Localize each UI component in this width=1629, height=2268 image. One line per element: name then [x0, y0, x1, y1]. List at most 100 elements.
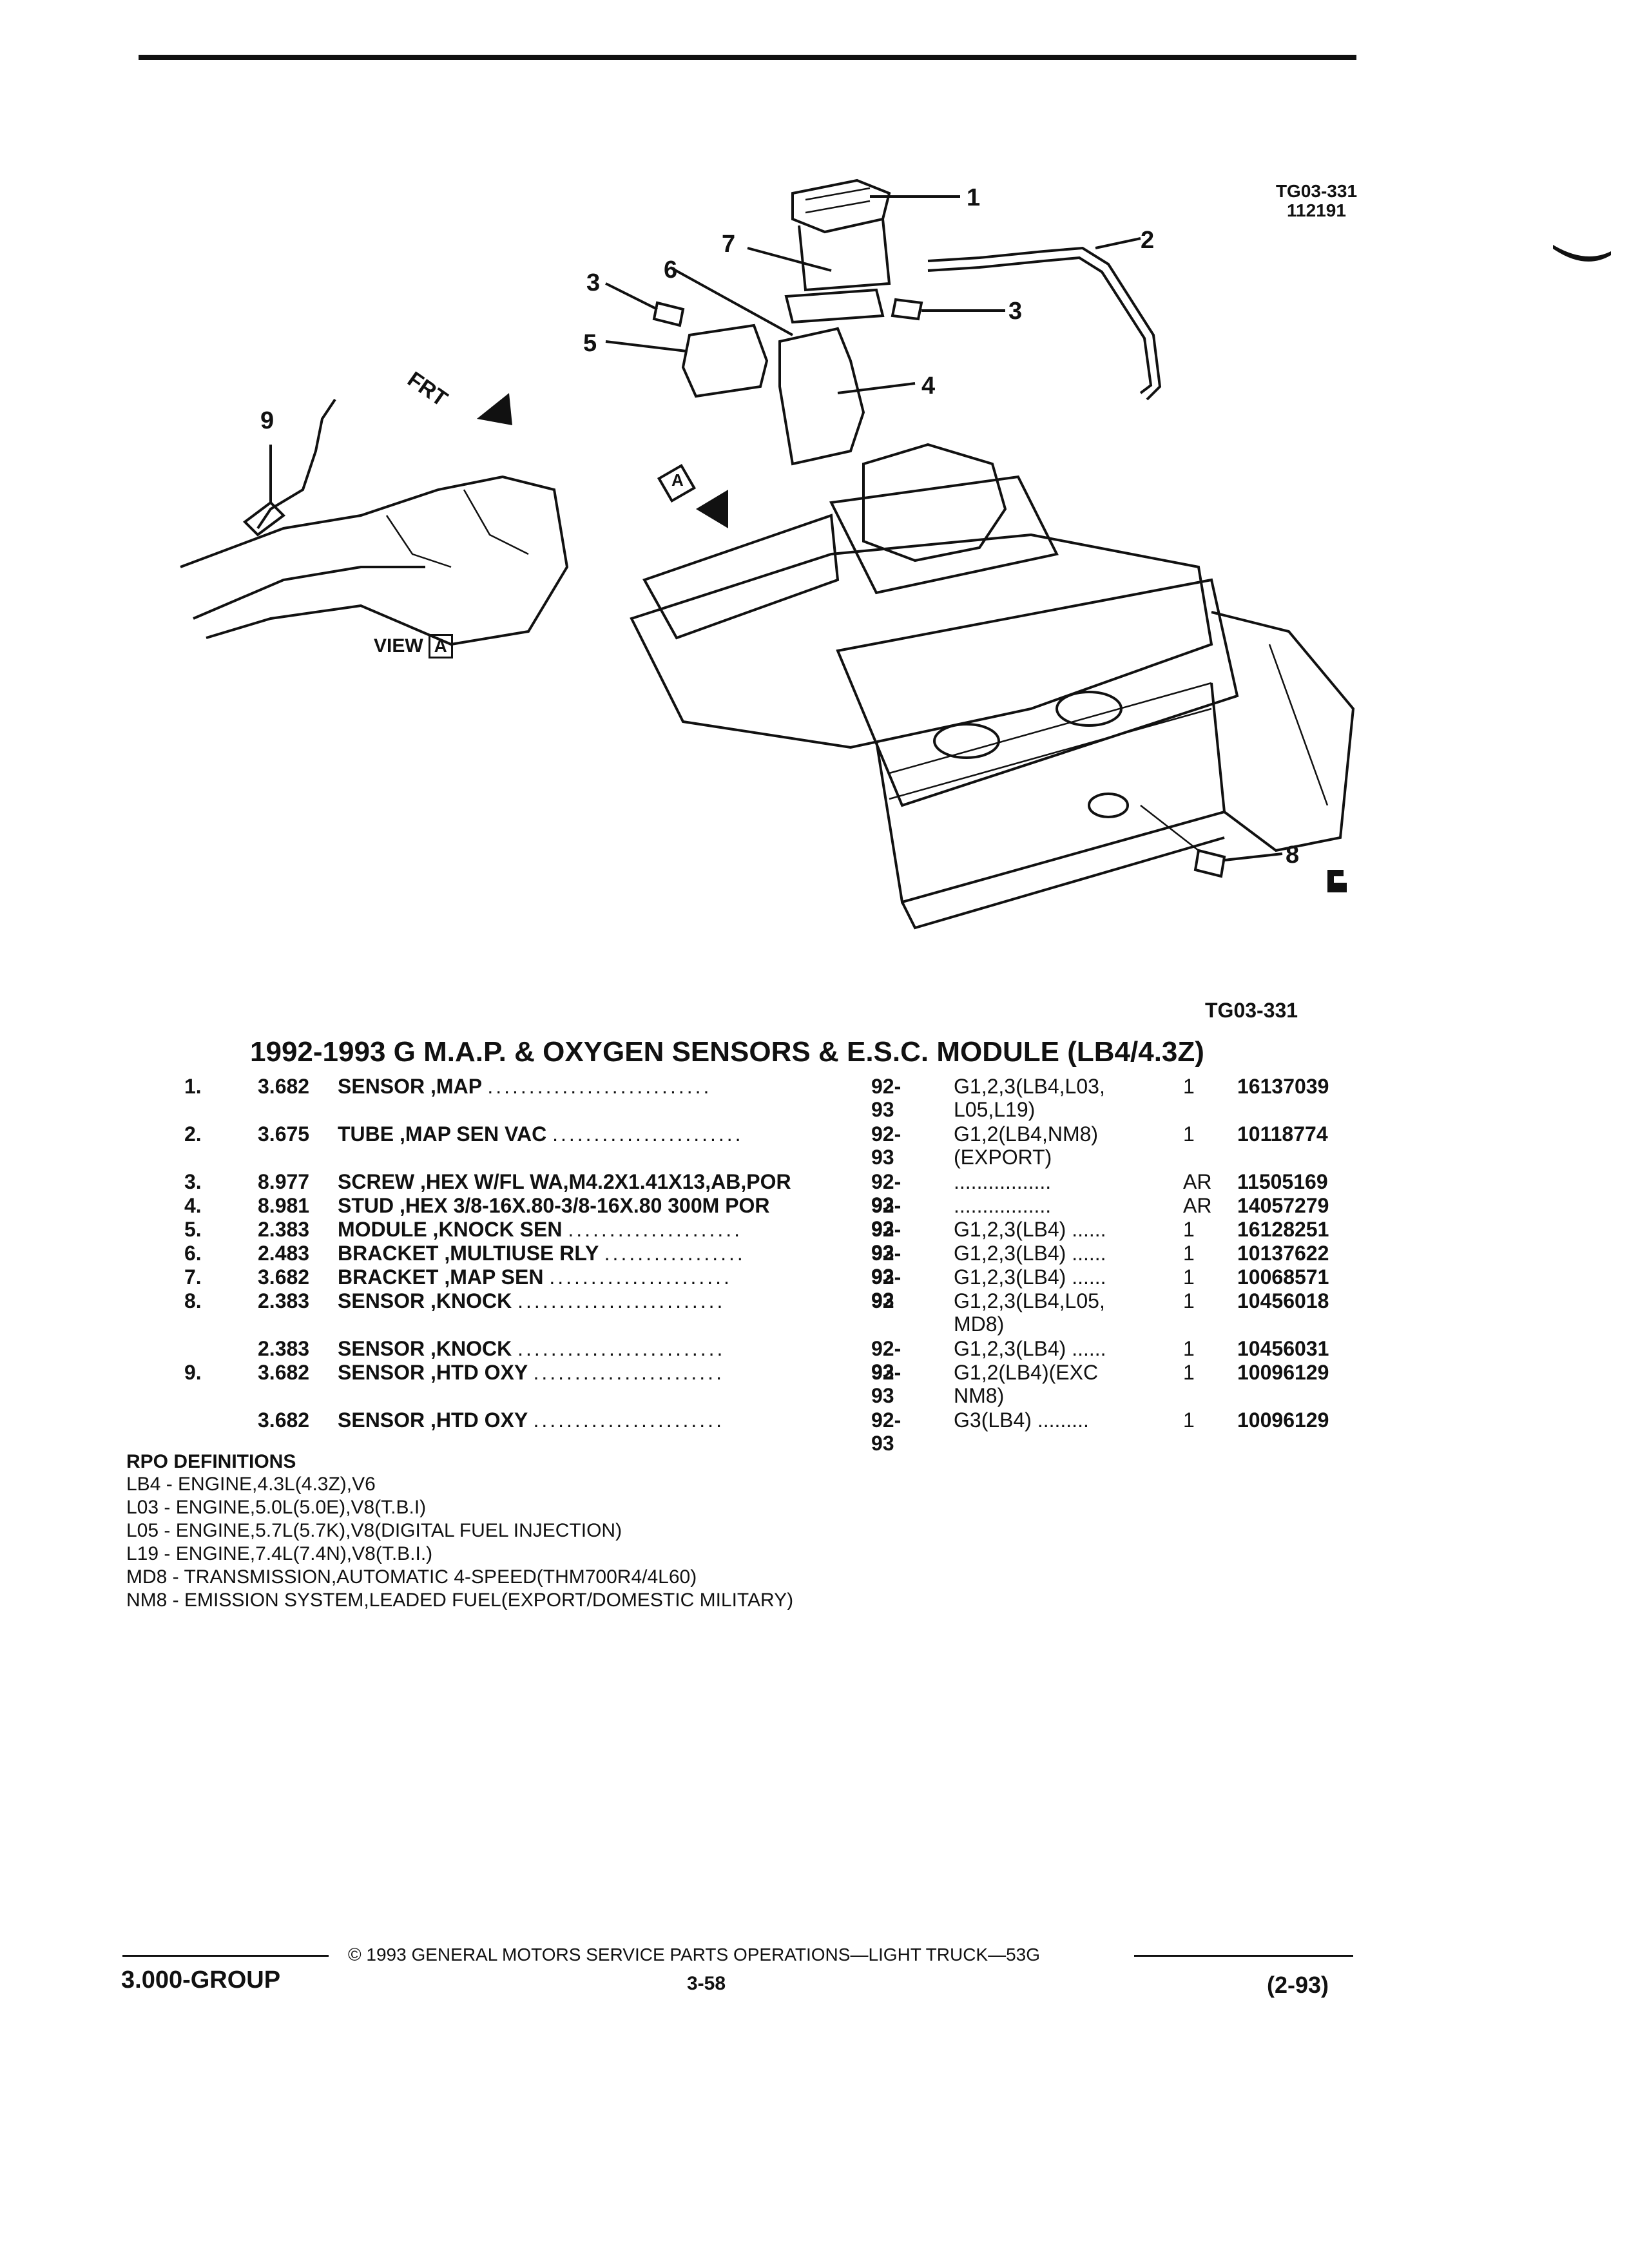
leader-dots: ..................... — [568, 1218, 743, 1241]
parts-illustration — [180, 178, 1611, 930]
quantity: 1 — [1183, 1361, 1195, 1384]
group-number: 3.675 — [258, 1122, 310, 1146]
model-years: 92-93 — [871, 1361, 901, 1407]
description-text: SENSOR ,HTD OXY — [338, 1361, 528, 1384]
model-years: 92 — [871, 1289, 894, 1312]
callout-4: 4 — [921, 372, 936, 399]
quantity: 1 — [1183, 1075, 1195, 1098]
description-text: SENSOR ,KNOCK — [338, 1289, 512, 1312]
callout-3b: 3 — [1008, 298, 1023, 325]
description-text: SENSOR ,KNOCK — [338, 1337, 512, 1360]
footer-copyright: © 1993 GENERAL MOTORS SERVICE PARTS OPER… — [348, 1945, 1041, 1965]
usage: G3(LB4) ......... — [954, 1408, 1089, 1432]
description-text: SENSOR ,HTD OXY — [338, 1408, 528, 1432]
description-text: BRACKET ,MAP SEN — [338, 1265, 544, 1289]
item-number: 3. — [184, 1170, 202, 1193]
model-years: 92-93 — [871, 1337, 901, 1383]
leader-dots: ......................... — [517, 1337, 726, 1360]
footer-page-number: 3-58 — [687, 1973, 726, 1994]
leader-dots: ...................... — [549, 1265, 732, 1289]
callout-9: 9 — [260, 407, 275, 434]
part-number: 10118774 — [1237, 1122, 1328, 1146]
callout-2: 2 — [1141, 227, 1155, 254]
footer-date-code: (2-93) — [1267, 1972, 1329, 1998]
description-text: TUBE ,MAP SEN VAC — [338, 1122, 547, 1146]
usage: G1,2,3(LB4,L05, MD8) — [954, 1289, 1105, 1336]
multiuse-bracket-drawing — [670, 266, 916, 466]
callout-5: 5 — [583, 330, 597, 357]
leader-dots: ......................... — [517, 1289, 726, 1312]
figure-ref-block: TG03-331 112191 — [1255, 182, 1378, 220]
rpo-line: L03 - ENGINE,5.0L(5.0E),V8(T.B.I) — [126, 1497, 427, 1518]
map-sensor-drawing — [791, 178, 960, 234]
vacuum-tube-drawing — [927, 237, 1162, 401]
usage: G1,2,3(LB4) ...... — [954, 1242, 1106, 1265]
usage: G1,2,3(LB4) ...... — [954, 1218, 1106, 1241]
quantity: 1 — [1183, 1289, 1195, 1312]
quantity: 1 — [1183, 1218, 1195, 1241]
footer-rule-right — [1134, 1955, 1353, 1957]
rpo-line: NM8 - EMISSION SYSTEM,LEADED FUEL(EXPORT… — [126, 1590, 794, 1611]
direction-arrows — [477, 393, 728, 528]
part-description: MODULE ,KNOCK SEN ..................... — [338, 1218, 742, 1241]
usage: G1,2,3(LB4,L03, L05,L19) — [954, 1075, 1105, 1121]
item-number: 9. — [184, 1361, 202, 1384]
model-years: 92-93 — [871, 1408, 901, 1455]
usage: G1,2(LB4)(EXC NM8) — [954, 1361, 1099, 1407]
quantity: 1 — [1183, 1265, 1195, 1289]
leader-dots: ....................... — [533, 1361, 724, 1384]
item-number: 6. — [184, 1242, 202, 1265]
rpo-line: L05 - ENGINE,5.7L(5.7K),V8(DIGITAL FUEL … — [126, 1520, 622, 1541]
rpo-line: L19 - ENGINE,7.4L(7.4N),V8(T.B.I.) — [126, 1543, 433, 1564]
part-description: SENSOR ,KNOCK ......................... — [338, 1289, 725, 1312]
figure-ref-top: TG03-331 — [1275, 181, 1358, 201]
callout-1: 1 — [967, 184, 981, 211]
part-number: 10096129 — [1237, 1408, 1329, 1432]
item-number: 4. — [184, 1194, 202, 1217]
item-number: 2. — [184, 1122, 202, 1146]
corner-mark-icon — [1327, 870, 1347, 892]
oxygen-sensor-drawing — [180, 398, 569, 646]
group-number: 3.682 — [258, 1075, 310, 1098]
rpo-heading: RPO DEFINITIONS — [126, 1451, 296, 1472]
rpo-definitions: RPO DEFINITIONS LB4 - ENGINE,4.3L(4.3Z),… — [126, 1451, 793, 1612]
group-number: 2.383 — [258, 1337, 310, 1360]
usage: ................. — [954, 1194, 1052, 1217]
quantity: 1 — [1183, 1408, 1195, 1432]
part-number: 16137039 — [1237, 1075, 1329, 1098]
footer-rule-left — [122, 1955, 329, 1957]
model-years: 92-93 — [871, 1218, 901, 1264]
callout-8: 8 — [1286, 841, 1300, 869]
description-text: STUD ,HEX 3/8-16X.80-3/8-16X.80 300M POR — [338, 1194, 770, 1217]
usage: ................. — [954, 1170, 1052, 1193]
part-number: 10137622 — [1237, 1242, 1329, 1265]
group-number: 3.682 — [258, 1408, 310, 1432]
part-number: 10456031 — [1237, 1337, 1329, 1360]
description-text: SCREW ,HEX W/FL WA,M4.2X1.41X13,AB,POR — [338, 1170, 791, 1193]
part-number: 16128251 — [1237, 1218, 1329, 1241]
group-number: 2.483 — [258, 1242, 310, 1265]
part-description: SENSOR ,KNOCK ......................... — [338, 1337, 725, 1360]
part-number: 10068571 — [1237, 1265, 1329, 1289]
quantity: 1 — [1183, 1122, 1195, 1146]
model-years: 92-93 — [871, 1122, 901, 1169]
part-description: BRACKET ,MULTIUSE RLY ................. — [338, 1242, 746, 1265]
part-number: 10456018 — [1237, 1289, 1329, 1312]
edge-mark-icon — [1553, 245, 1611, 262]
leader-dots: ........................... — [487, 1075, 712, 1098]
part-number: 14057279 — [1237, 1194, 1329, 1217]
part-description: SENSOR ,HTD OXY ....................... — [338, 1361, 724, 1384]
rpo-line: LB4 - ENGINE,4.3L(4.3Z),V6 — [126, 1474, 376, 1495]
group-number: 2.383 — [258, 1289, 310, 1312]
view-letter-box: A — [428, 634, 453, 658]
footer-group: 3.000-GROUP — [121, 1966, 281, 1994]
figure-ref-date: 112191 — [1287, 200, 1346, 220]
part-description: STUD ,HEX 3/8-16X.80-3/8-16X.80 300M POR — [338, 1194, 770, 1217]
group-number: 2.383 — [258, 1218, 310, 1241]
description-text: BRACKET ,MULTIUSE RLY — [338, 1242, 599, 1265]
model-years: 92-93 — [871, 1242, 901, 1288]
part-description: SENSOR ,MAP ........................... — [338, 1075, 711, 1098]
top-rule — [139, 55, 1356, 60]
item-number: 7. — [184, 1265, 202, 1289]
leader-dots: ....................... — [552, 1122, 744, 1146]
